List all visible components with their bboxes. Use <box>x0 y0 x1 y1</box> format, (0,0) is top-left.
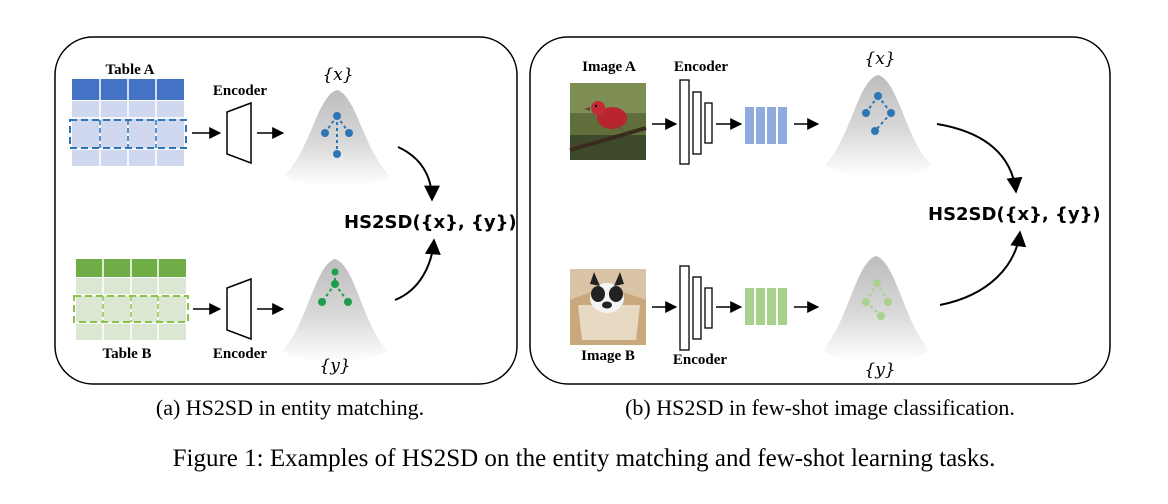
table-a <box>69 79 187 166</box>
encoder-b-bottom-label: Encoder <box>673 352 728 368</box>
encoder-a-top-shape <box>226 101 252 165</box>
figure-caption: Figure 1: Examples of HS2SD on the entit… <box>173 445 996 472</box>
table-b <box>73 259 189 340</box>
hyperbolic-space-x-b-icon <box>825 75 931 177</box>
hyperbolic-space-x-icon <box>285 90 389 187</box>
feature-vector-b-icon <box>745 288 787 325</box>
image-b-label: Image B <box>581 348 635 364</box>
feature-vector-a-icon <box>745 107 787 144</box>
hyperbolic-space-y-icon <box>283 259 387 362</box>
set-x-label: {x} <box>322 65 353 85</box>
dog-in-box-photo-icon <box>570 269 646 345</box>
cnn-encoder-bottom-icon <box>679 265 713 351</box>
set-y-b-label: {y} <box>864 360 895 380</box>
bird-photo-icon <box>569 83 647 160</box>
curve-arrow-x-to-metric <box>397 146 440 202</box>
table-a-label: Table A <box>105 62 154 78</box>
curve-arrow-x-b-to-metric <box>936 123 1023 194</box>
metric-b-label: HS2SD({x}, {y}) <box>928 204 1101 225</box>
panel-b-frame <box>529 36 1111 385</box>
encoder-b-top-label: Encoder <box>674 59 729 75</box>
metric-a-label: HS2SD({x}, {y}) <box>344 212 517 233</box>
set-x-b-label: {x} <box>864 49 895 69</box>
panel-b: Image A Encoder <box>529 36 1111 385</box>
caption-b: (b) HS2SD in few-shot image classificati… <box>625 395 1015 420</box>
image-a-label: Image A <box>582 59 636 75</box>
curve-arrow-y-to-metric <box>394 238 441 301</box>
encoder-a-bottom-label: Encoder <box>213 346 268 362</box>
curve-arrow-y-b-to-metric <box>939 230 1027 306</box>
caption-a: (a) HS2SD in entity matching. <box>156 395 424 420</box>
panel-a: Table A Encoder <box>54 36 518 385</box>
encoder-a-bottom-shape <box>226 277 252 341</box>
hyperbolic-space-y-b-icon <box>823 256 929 362</box>
table-b-label: Table B <box>102 346 151 362</box>
encoder-a-top-label: Encoder <box>213 83 268 99</box>
panel-a-frame <box>54 36 518 385</box>
cnn-encoder-top-icon <box>679 79 713 165</box>
set-y-label: {y} <box>319 356 350 376</box>
